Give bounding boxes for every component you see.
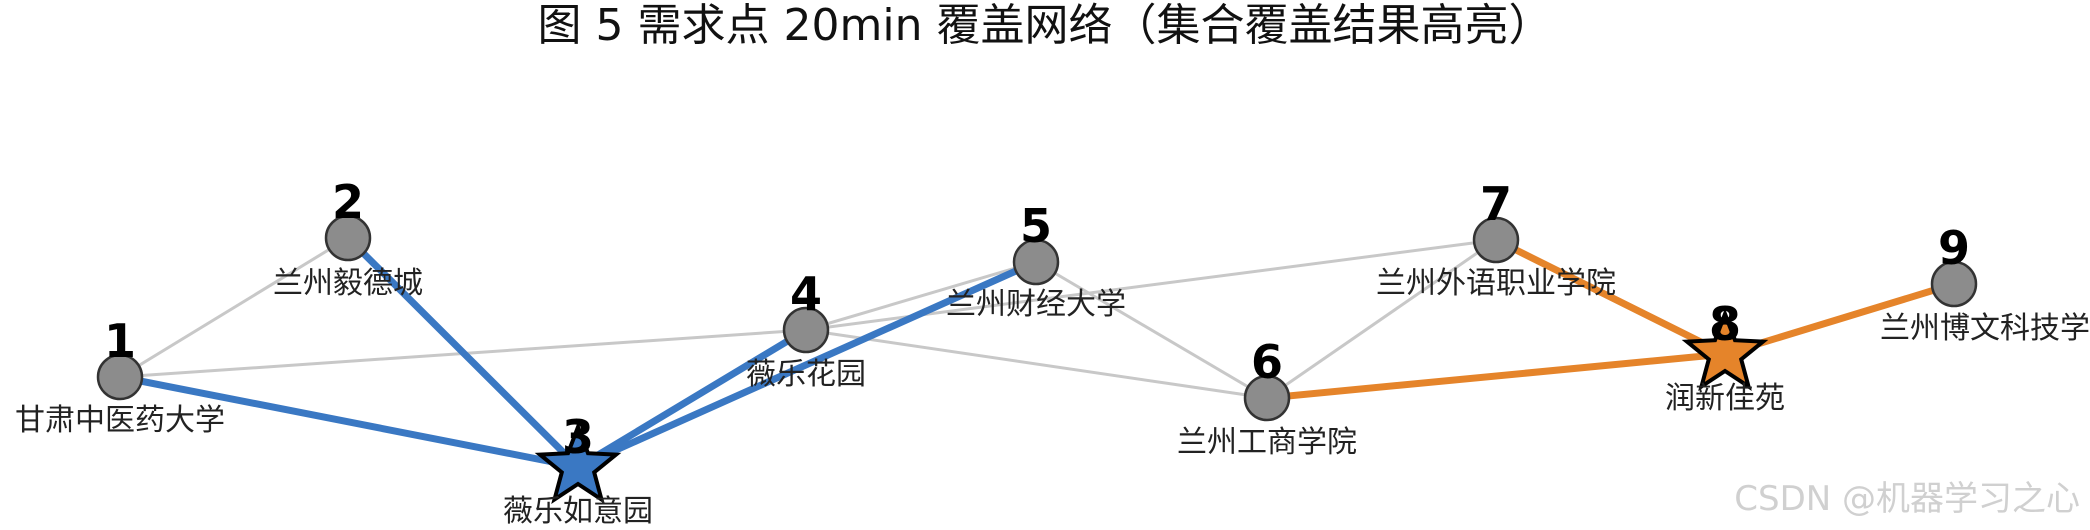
chart-title: 图 5 需求点 20min 覆盖网络（集合覆盖结果高亮） <box>538 0 1553 51</box>
node-number: 2 <box>332 175 364 229</box>
node-circle-marker <box>1472 216 1520 264</box>
node-3: 3 薇乐如意园 <box>503 410 653 529</box>
node-number: 4 <box>790 267 822 321</box>
nodes: 1 甘肃中医药大学 2 兰州毅德城 3 薇乐如意园 4 薇乐花园 5 兰州财经大学 6 兰州工商学院 7… <box>15 175 2090 529</box>
node-label: 润新佳苑 <box>1665 381 1785 416</box>
node-label: 兰州工商学院 <box>1177 425 1357 460</box>
node-number: 7 <box>1480 177 1512 231</box>
background-edge-4-6 <box>805 328 1268 400</box>
node-label: 甘肃中医药大学 <box>15 403 225 438</box>
node-label: 兰州博文科技学院 <box>1880 311 2090 346</box>
node-circle-marker <box>1243 374 1291 422</box>
node-label: 薇乐花园 <box>746 357 866 392</box>
node-circle-marker <box>1930 260 1978 308</box>
coverage-edge-3-4 <box>574 326 810 471</box>
node-5: 5 兰州财经大学 <box>946 199 1126 322</box>
background-edge-4-5 <box>805 260 1037 332</box>
node-label: 兰州财经大学 <box>946 287 1126 322</box>
node-label: 兰州毅德城 <box>273 266 423 301</box>
node-4: 4 薇乐花园 <box>746 267 866 392</box>
watermark: CSDN @机器学习之心 <box>1734 479 2080 519</box>
node-circle-marker <box>782 306 830 354</box>
node-1: 1 甘肃中医药大学 <box>15 314 225 438</box>
node-label: 薇乐如意园 <box>503 494 653 529</box>
facility-star-marker <box>534 421 622 504</box>
node-number: 5 <box>1020 199 1052 253</box>
node-9: 9 兰州博文科技学院 <box>1880 221 2090 346</box>
background-edge-5-6 <box>1035 260 1268 400</box>
node-number: 1 <box>104 314 136 368</box>
facility-star-marker <box>1681 308 1769 391</box>
node-number: 6 <box>1251 335 1283 389</box>
coverage-edge-3-2 <box>344 234 582 471</box>
coverage-edge-3-1 <box>116 373 582 471</box>
background-edge-6-7 <box>1266 238 1497 400</box>
node-number: 8 <box>1709 297 1741 351</box>
node-circle-marker <box>324 214 372 262</box>
coverage-edge-3-5 <box>574 258 1040 471</box>
node-circle-marker <box>1012 238 1060 286</box>
node-2: 2 兰州毅德城 <box>273 175 423 301</box>
node-6: 6 兰州工商学院 <box>1177 335 1357 460</box>
node-number: 3 <box>562 410 594 464</box>
node-label: 兰州外语职业学院 <box>1376 266 1616 301</box>
coverage-edge-8-6 <box>1263 350 1729 402</box>
coverage-edge-8-7 <box>1492 236 1729 358</box>
node-number: 9 <box>1938 221 1970 275</box>
node-8: 8 润新佳苑 <box>1665 297 1785 416</box>
node-7: 7 兰州外语职业学院 <box>1376 177 1616 301</box>
node-circle-marker <box>96 353 144 401</box>
background-edge-1-2 <box>119 236 349 379</box>
